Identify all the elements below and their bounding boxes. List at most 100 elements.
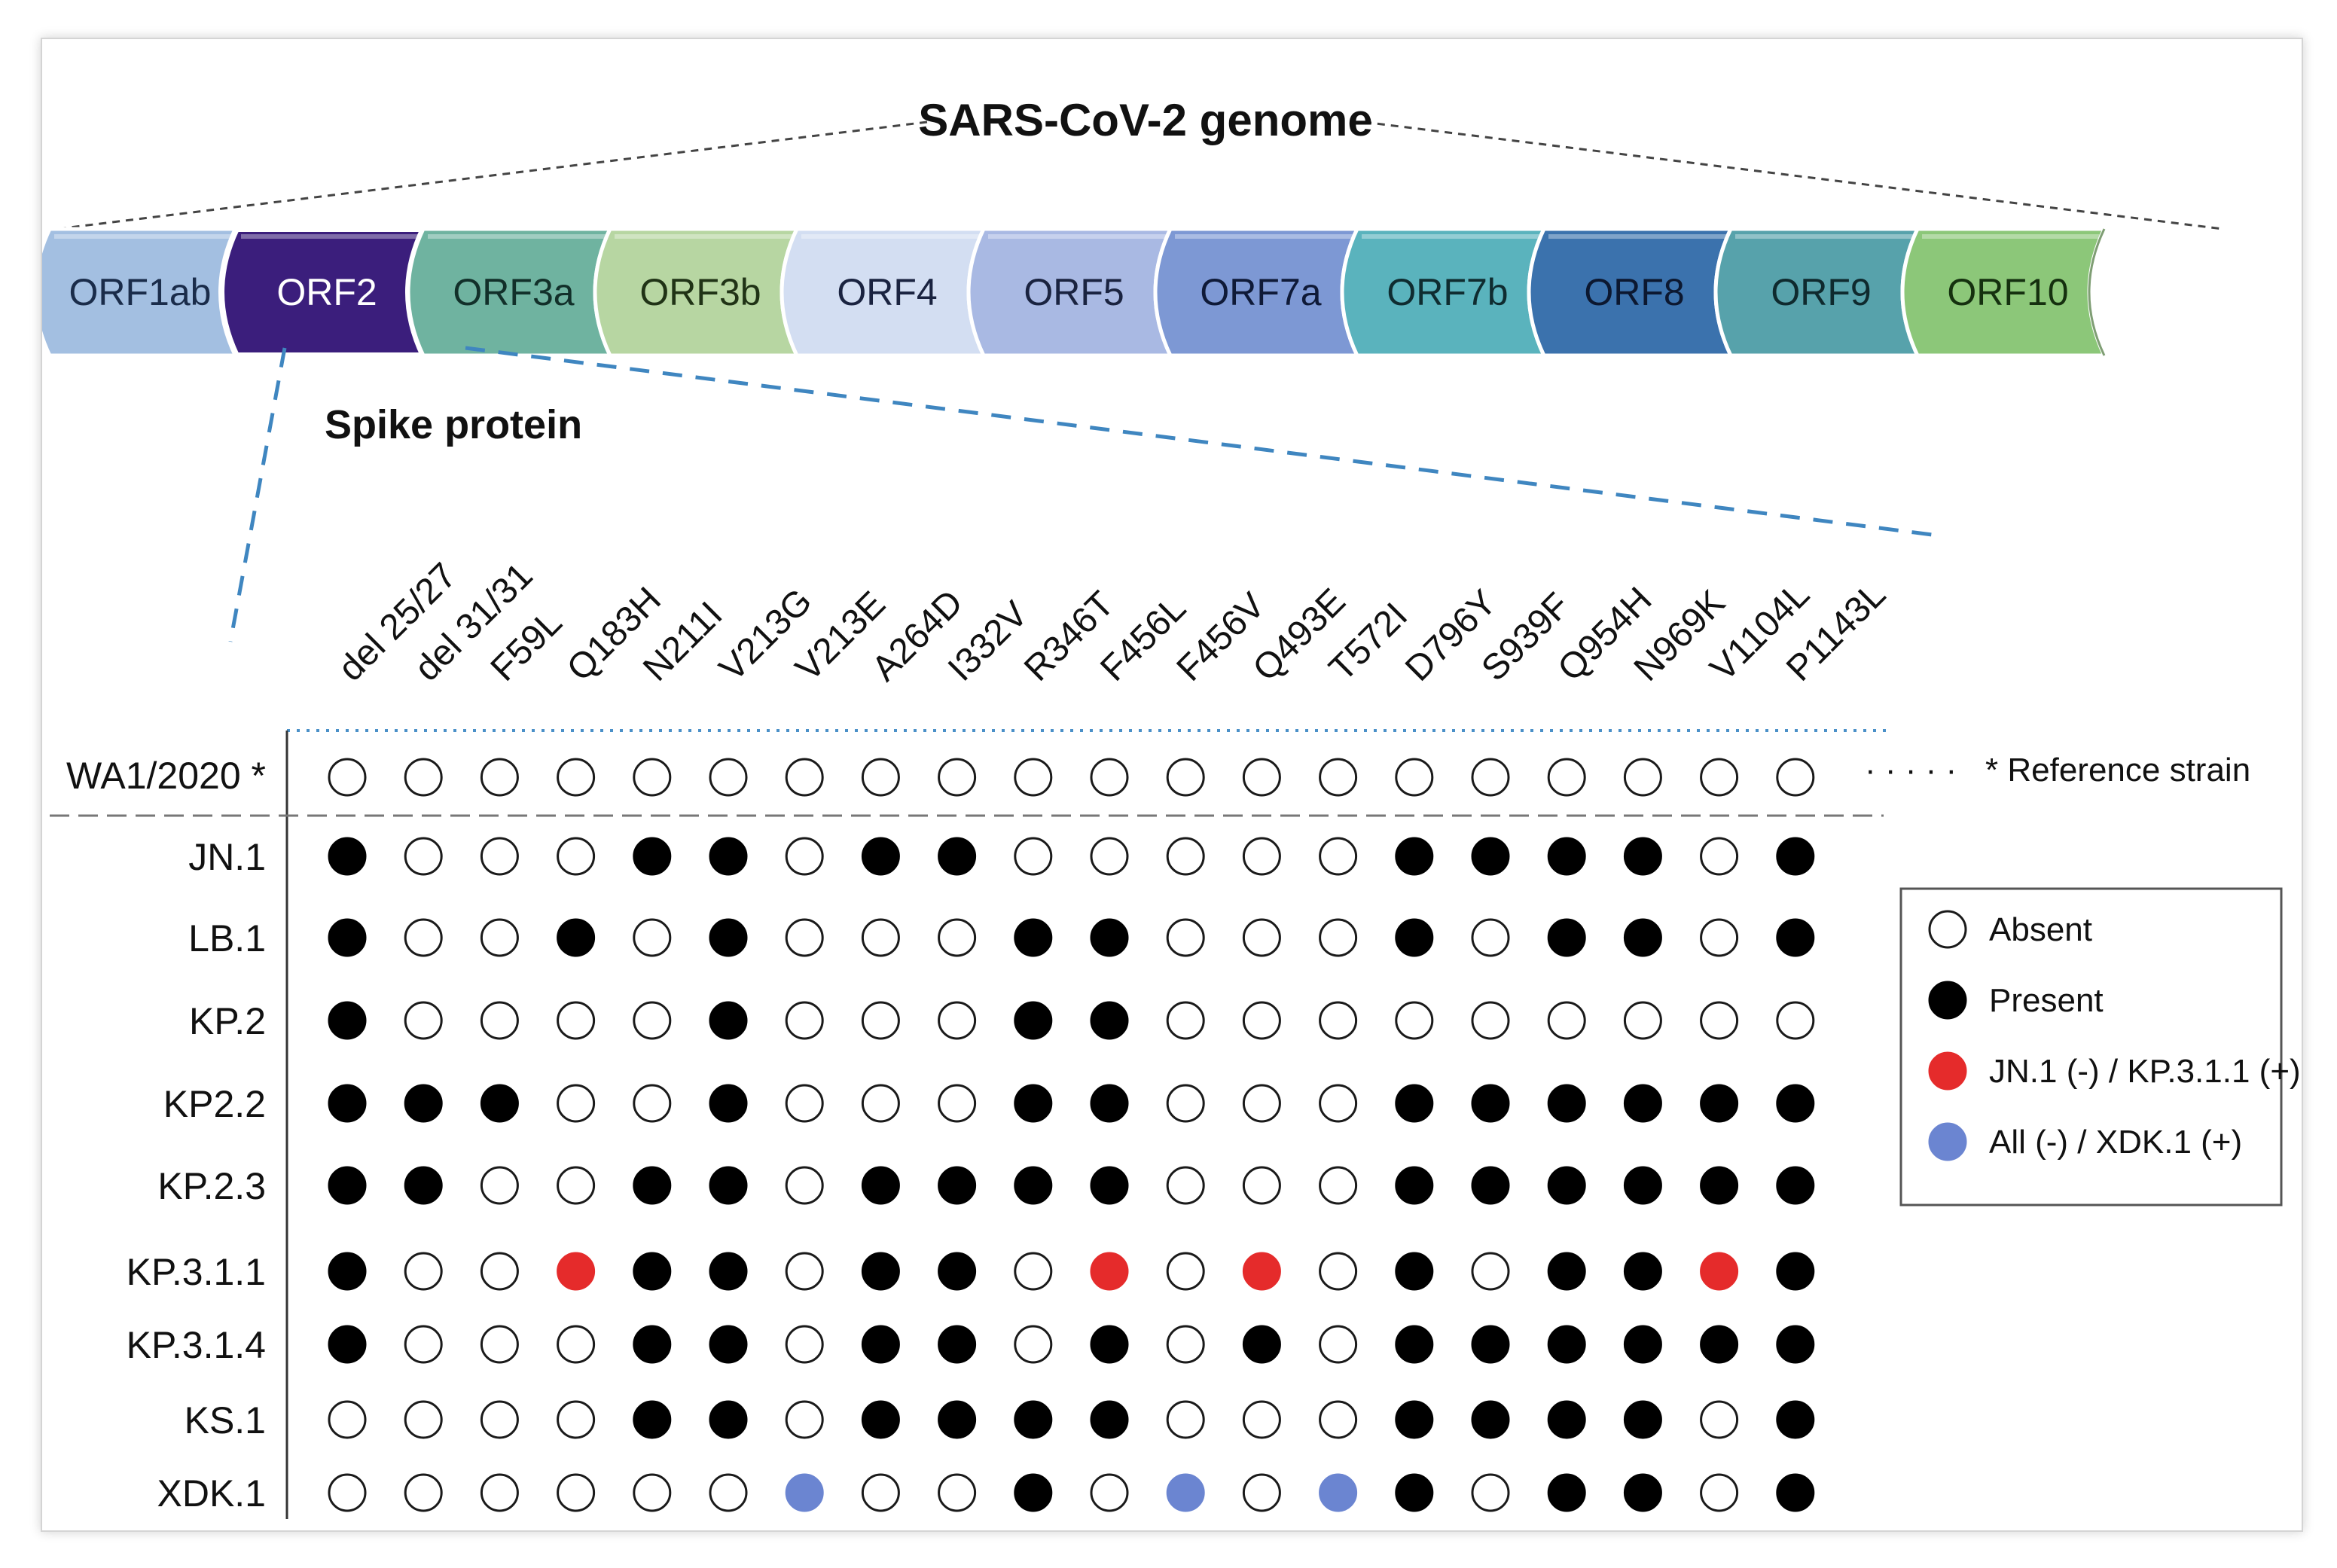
absent-dot	[1623, 758, 1662, 797]
absent-dot	[1166, 1084, 1205, 1123]
present-dot	[1776, 1166, 1815, 1205]
present-dot	[1700, 1325, 1739, 1364]
present-dot	[1547, 1166, 1586, 1205]
legend-red-dot	[1928, 1051, 1967, 1091]
absent-dot	[404, 918, 443, 957]
present-dot	[1090, 1325, 1129, 1364]
absent-dot	[480, 1001, 519, 1040]
segment-label: ORF4	[837, 271, 937, 313]
absent-dot	[1395, 758, 1434, 797]
present-dot	[633, 1252, 672, 1291]
absent-dot	[633, 758, 672, 797]
segment-label: ORF10	[1947, 271, 2068, 313]
present-dot	[1395, 918, 1434, 957]
present-dot	[1395, 1084, 1434, 1123]
absent-dot	[633, 1001, 672, 1040]
strain-label: JN.1	[188, 836, 266, 878]
present-dot	[1014, 1400, 1053, 1439]
absent-dot	[938, 1084, 977, 1123]
present-dot	[1471, 1084, 1510, 1123]
legend-label: Present	[1989, 982, 2104, 1019]
absent-dot	[1700, 837, 1739, 876]
genome-callout-line-left	[56, 120, 928, 230]
legend-label: JN.1 (-) / KP.3.1.1 (+)	[1989, 1053, 2301, 1090]
absent-dot	[785, 918, 824, 957]
strain-label: KS.1	[185, 1399, 266, 1441]
strain-label: KP.2	[189, 1000, 266, 1042]
present-dot	[1395, 1400, 1434, 1439]
absent-dot	[1242, 1084, 1281, 1123]
present-dot	[1014, 1166, 1053, 1205]
genome-callout-line-right	[1363, 120, 2223, 230]
present-dot	[1623, 837, 1662, 876]
legend-label: Absent	[1989, 911, 2092, 948]
strain-row: KS.1	[185, 1399, 1815, 1441]
spike-zoom-line-right	[465, 346, 1945, 538]
absent-dot	[1319, 1166, 1358, 1205]
present-dot	[1090, 918, 1129, 957]
absent-dot	[480, 758, 519, 797]
present-dot	[1776, 1400, 1815, 1439]
strain-row: KP.3.1.1	[127, 1251, 1815, 1293]
absent-dot	[633, 918, 672, 957]
present-dot	[328, 1001, 367, 1040]
present-dot	[1014, 918, 1053, 957]
legend-box	[1899, 887, 2283, 1207]
absent-dot	[1319, 1001, 1358, 1040]
absent-dot	[861, 1084, 900, 1123]
strain-row: KP.2.3	[157, 1165, 1815, 1207]
absent-dot	[633, 1473, 672, 1512]
strain-label: KP.2.3	[157, 1165, 266, 1207]
absent-dot	[709, 758, 748, 797]
genome-segment-orf7b: ORF7b	[1340, 227, 1547, 358]
strain-label: KP.3.1.4	[127, 1324, 266, 1366]
legend-item: Absent	[1928, 910, 2092, 949]
genome-segment-orf1ab: ORF1ab	[42, 227, 239, 358]
present-dot	[1623, 1473, 1662, 1512]
absent-dot	[1700, 1001, 1739, 1040]
absent-dot	[404, 1252, 443, 1291]
legend-item: All (-) / XDK.1 (+)	[1928, 1122, 2242, 1161]
absent-dot	[1242, 1473, 1281, 1512]
genome-title: SARS-CoV-2 genome	[918, 95, 1372, 145]
absent-dot	[1471, 918, 1510, 957]
absent-dot	[480, 1325, 519, 1364]
absent-dot	[404, 1325, 443, 1364]
absent-dot	[633, 1084, 672, 1123]
present-dot	[1776, 918, 1815, 957]
absent-dot	[1166, 1325, 1205, 1364]
present-dot	[938, 1325, 977, 1364]
legend-present-dot	[1928, 981, 1967, 1020]
absent-dot	[1242, 1166, 1281, 1205]
absent-dot	[480, 1166, 519, 1205]
absent-dot	[1319, 837, 1358, 876]
absent-dot	[1700, 758, 1739, 797]
absent-dot	[785, 1084, 824, 1123]
present-dot	[1776, 1473, 1815, 1512]
absent-dot	[1700, 918, 1739, 957]
reference-strain-note: * Reference strain	[1985, 752, 2250, 789]
absent-dot	[1700, 1473, 1739, 1512]
segment-label: ORF8	[1584, 271, 1684, 313]
strain-row: KP2.2	[163, 1083, 1815, 1125]
present-dot	[1547, 1400, 1586, 1439]
present-dot	[1014, 1001, 1053, 1040]
present-dot	[938, 1166, 977, 1205]
absent-dot	[480, 1400, 519, 1439]
absent-dot	[785, 837, 824, 876]
present-dot	[861, 1166, 900, 1205]
red-dot	[1242, 1252, 1281, 1291]
present-dot	[1471, 1166, 1510, 1205]
present-dot	[1395, 1252, 1434, 1291]
genome-segment-orf10: ORF10	[1900, 227, 2107, 358]
absent-dot	[404, 837, 443, 876]
segment-label: ORF7a	[1200, 271, 1321, 313]
absent-dot	[557, 1001, 596, 1040]
legend-blue-dot	[1928, 1122, 1967, 1161]
absent-dot	[328, 1400, 367, 1439]
absent-dot	[557, 758, 596, 797]
